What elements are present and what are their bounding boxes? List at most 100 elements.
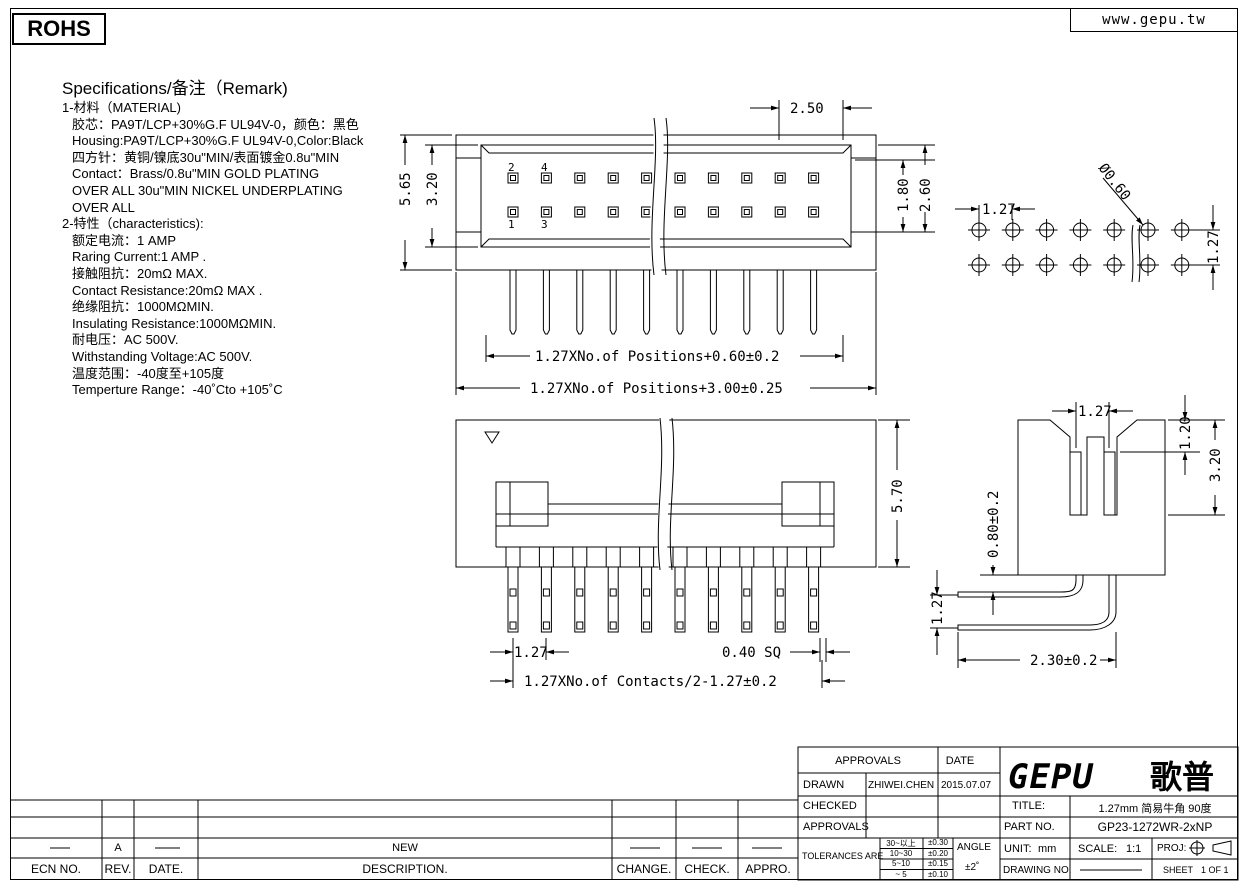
- pin-square: [808, 172, 820, 184]
- pin-square: [810, 621, 818, 630]
- pin-square: [574, 172, 586, 184]
- pin-square-inner: [777, 175, 784, 181]
- dim-pcb-pitch: 1.27: [982, 202, 1016, 218]
- dim-front-pitch: 1.27: [514, 645, 548, 661]
- revision-block-grid: [10, 799, 798, 880]
- specifications-block: Specifications/备注（Remark) 1-材料（MATERIAL)…: [62, 78, 363, 399]
- part-no-label: PART NO.: [1004, 821, 1055, 833]
- pin-square-inner: [710, 175, 717, 181]
- pin-square: [576, 588, 584, 597]
- pin-square: [674, 172, 686, 184]
- top-view: [400, 100, 935, 395]
- pin-square: [709, 588, 717, 597]
- revision-header: APPRO.: [745, 862, 791, 876]
- pin-square-inner: [576, 209, 583, 215]
- tolerances-label: TOLERANCES ARE: [802, 851, 884, 861]
- pin-square: [643, 621, 651, 630]
- pin-label-2: 2: [508, 161, 515, 174]
- pin-square: [810, 588, 818, 597]
- top-view-pins: [507, 172, 820, 218]
- pin-square: [607, 172, 619, 184]
- pin-square: [743, 621, 751, 630]
- pin-square-inner: [576, 175, 583, 181]
- pin-housing-slot: [772, 546, 788, 567]
- dim-contacts: 1.27XNo.of Contacts/2-1.27±0.2: [524, 674, 777, 690]
- pin-tail: [507, 567, 519, 633]
- spec-line: 接触阻抗：20mΩ MAX.: [72, 265, 208, 281]
- drawing-no-label: DRAWING NO.: [1003, 865, 1072, 876]
- pin-label-3: 3: [541, 218, 548, 231]
- pin-square: [643, 588, 651, 597]
- spec-line: Temperture Range：-40˚Cto +105˚C: [72, 382, 283, 398]
- pin-square-inner: [510, 209, 516, 215]
- pin-square-inner: [643, 209, 650, 215]
- pin-housing-slot: [806, 546, 822, 567]
- pin-leg: [676, 270, 684, 335]
- pin-leg: [709, 270, 717, 335]
- dim-side-080: 0.80±0.2: [986, 491, 1002, 558]
- dim-height-565: 5.65: [398, 172, 414, 206]
- angle-value: ±2˚: [965, 862, 980, 873]
- spec-line: Withstanding Voltage:AC 500V.: [72, 348, 253, 364]
- pin-square-inner: [810, 209, 817, 215]
- dim-height-180: 1.80: [896, 178, 912, 212]
- drawing-frame: [10, 8, 1238, 880]
- pin-square: [774, 172, 786, 184]
- pin-square-inner: [677, 175, 683, 181]
- dim-height-570: 5.70: [890, 479, 906, 513]
- specifications-title: Specifications/备注（Remark): [62, 79, 288, 98]
- dim-side-230: 2.30±0.2: [1030, 653, 1097, 669]
- revision-header: CHECK.: [684, 862, 730, 876]
- pin-square-inner: [743, 209, 750, 215]
- pin-square: [609, 588, 617, 597]
- pin-square: [509, 621, 517, 630]
- spec-line: Contact Resistance:20mΩ MAX .: [72, 282, 263, 298]
- dim-height-320: 3.20: [425, 172, 441, 206]
- pin-tail: [808, 567, 820, 633]
- pin-square-inner: [710, 209, 717, 215]
- drawn-label: DRAWN: [803, 779, 845, 791]
- checked-label: CHECKED: [803, 800, 857, 812]
- revision-header: ECN NO.: [30, 862, 82, 876]
- pin-square: [676, 621, 684, 630]
- pin-tail: [607, 567, 619, 633]
- spec-line: 耐电压：AC 500V.: [72, 332, 179, 348]
- top-view-outer-body: [455, 134, 877, 271]
- dim-side-120: 1.20: [1178, 416, 1194, 450]
- revision-header: REV.: [104, 862, 132, 876]
- sheet-value: 1 OF 1: [1201, 865, 1229, 875]
- spec-line: 2-特性（characteristics):: [62, 216, 204, 232]
- pin-square: [707, 206, 719, 218]
- spec-line: 额定电流：1 AMP: [72, 232, 177, 248]
- pin-square: [609, 621, 617, 630]
- pin-leg: [776, 270, 784, 335]
- tolerance-range: 10~30: [889, 848, 913, 858]
- pin-square: [676, 588, 684, 597]
- unit-value: mm: [1038, 843, 1057, 855]
- pin-square: [542, 621, 550, 630]
- pin-housing-slot: [705, 546, 721, 567]
- scale-value: 1:1: [1126, 843, 1142, 855]
- pin-tail: [574, 567, 586, 633]
- tolerance-value: ±0.10: [928, 869, 948, 879]
- pin-square-inner: [543, 209, 550, 215]
- dim-height-260: 2.60: [918, 178, 934, 212]
- top-view-legs: [509, 270, 818, 335]
- pin-leg: [576, 270, 584, 335]
- pin-square: [574, 206, 586, 218]
- tolerance-range: 5~10: [891, 859, 911, 868]
- spec-line: OVER ALL 30u"MIN NICKEL UNDERPLATING: [72, 182, 343, 198]
- drawn-name: ZHIWEI.CHEN: [868, 780, 935, 791]
- spec-line: Contact：Brass/0.8u"MIN GOLD PLATING: [72, 166, 320, 182]
- pin-square: [641, 206, 653, 218]
- pin-square: [576, 621, 584, 630]
- tolerance-value: ±0.20: [928, 848, 948, 858]
- spec-line: 胶芯：PA9T/LCP+30%G.F UL94V-0，颜色：黑色: [72, 116, 359, 132]
- projection-label: PROJ:: [1157, 843, 1187, 854]
- title-block-grid: [797, 746, 1239, 881]
- spec-line: 1-材料（MATERIAL): [62, 100, 181, 115]
- pin-square: [776, 621, 784, 630]
- pin-square: [674, 206, 686, 218]
- dim-side-127: 1.27: [930, 591, 946, 625]
- pin-tail: [707, 567, 719, 633]
